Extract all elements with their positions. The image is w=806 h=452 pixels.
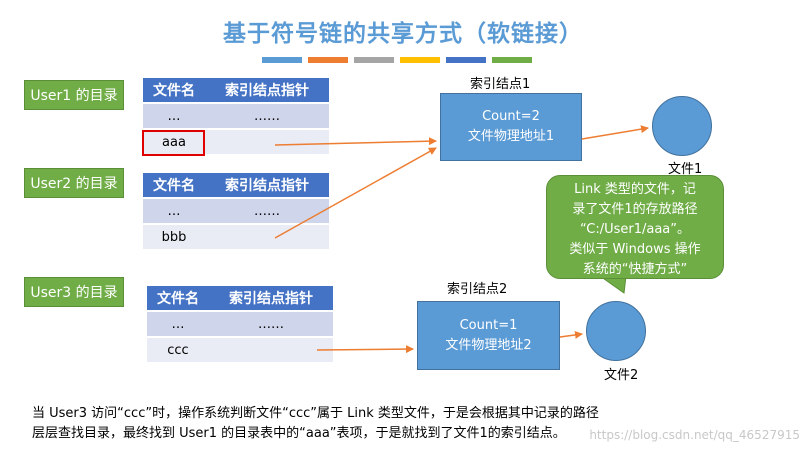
callout-line-1: Link 类型的文件，记 <box>574 182 696 197</box>
file2-circle <box>586 301 646 361</box>
arrow-aaa-to-node1 <box>274 137 437 146</box>
index-node-1-address: 文件物理地址1 <box>467 129 555 144</box>
table-cell <box>205 224 329 251</box>
table-cell: …… <box>209 311 333 338</box>
title-bar-3 <box>354 57 394 63</box>
link-file-callout: Link 类型的文件，记 录了文件1的存放路径 “C:/User1/aaa”。 … <box>546 175 724 279</box>
table-cell-aaa: aaa <box>143 129 205 156</box>
arrow-bbb-to-node1 <box>274 147 437 239</box>
user3-directory-table: 文件名索引结点指针 ……… ccc <box>147 286 333 364</box>
index-node-1-count: Count=2 <box>482 109 540 124</box>
arrow-node2-to-file2 <box>559 330 583 339</box>
table-cell: … <box>143 198 205 225</box>
arrow-ccc-to-node2 <box>316 345 414 354</box>
table-cell-ccc: ccc <box>147 337 209 364</box>
table-cell: …… <box>205 103 329 130</box>
header-pointer: 索引结点指针 <box>209 286 333 312</box>
user1-label: User1 的目录 <box>24 80 124 110</box>
aaa-highlight-box <box>142 130 205 156</box>
title-bar-5 <box>446 57 486 63</box>
header-filename: 文件名 <box>143 173 205 199</box>
table-cell-bbb: bbb <box>143 224 205 251</box>
table-cell: … <box>147 311 209 338</box>
caption-line-1: 当 User3 访问“ccc”时，操作系统判断文件“ccc”属于 Link 类型… <box>32 406 599 421</box>
file2-label: 文件2 <box>604 368 639 383</box>
table-cell <box>209 337 333 364</box>
table-cell <box>205 129 329 156</box>
title-bar-1 <box>262 57 302 63</box>
index-node-2-count: Count=1 <box>459 317 518 333</box>
user1-directory-table: 文件名索引结点指针 ……… aaa <box>143 78 329 156</box>
callout-line-5: 系统的“快捷方式” <box>582 262 688 277</box>
index-node-1-title: 索引结点1 <box>470 77 531 92</box>
user3-label: User3 的目录 <box>24 277 124 307</box>
index-node-2-address: 文件物理地址2 <box>445 337 532 353</box>
file1-circle <box>652 96 712 156</box>
callout-line-3: “C:/User1/aaa”。 <box>579 222 691 237</box>
user2-label: User2 的目录 <box>24 168 124 198</box>
table-cell: … <box>143 103 205 130</box>
watermark: https://blog.csdn.net/qq_46527915 <box>589 428 800 442</box>
header-filename: 文件名 <box>143 78 205 104</box>
header-pointer: 索引结点指针 <box>205 173 329 199</box>
caption-line-2: 层层查找目录，最终找到 User1 的目录表中的“aaa”表项，于是就找到了文件… <box>32 426 566 441</box>
title-bar-4 <box>400 57 440 63</box>
page-title: 基于符号链的共享方式（软链接） <box>223 21 583 47</box>
file1-label: 文件1 <box>668 162 703 177</box>
index-node-1: Count=2 文件物理地址1 <box>440 93 582 161</box>
user2-directory-table: 文件名索引结点指针 ……… bbb <box>143 173 329 251</box>
callout-line-2: 录了文件1的存放路径 <box>572 202 698 217</box>
arrow-node1-to-file1 <box>581 125 649 140</box>
title-bar-6 <box>492 57 532 63</box>
title-bar-2 <box>308 57 348 63</box>
callout-line-4: 类似于 Windows 操作 <box>569 242 701 257</box>
index-node-2: Count=1 文件物理地址2 <box>417 301 560 370</box>
index-node-2-title: 索引结点2 <box>447 282 508 297</box>
header-filename: 文件名 <box>147 286 209 312</box>
header-pointer: 索引结点指针 <box>205 78 329 104</box>
